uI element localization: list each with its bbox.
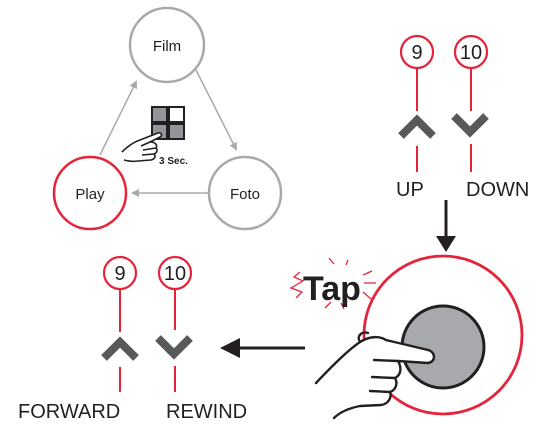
mode-cycle: Film Foto Play 3 Sec. [52,6,283,231]
chevron-up-icon [398,114,436,139]
pointing-hand-icon [314,331,436,420]
arrow-left [220,338,305,358]
up-label: UP [396,179,424,201]
tap-burst [289,257,376,310]
film-label: Film [153,38,181,55]
tap-label: Tap [303,270,361,308]
arrow-film-to-foto [195,69,237,151]
hold-duration-label: 3 Sec. [159,156,188,167]
film-circle [128,6,206,84]
chevron-down-icon [451,113,489,138]
up-down-group: 9 10 UP DOWN [396,34,529,201]
play-circle [52,155,128,231]
rewind-number: 10 [164,263,186,285]
forward-rewind-group: 9 10 FORWARD REWIND [18,255,247,423]
chevron-down-icon-rewind [155,335,193,360]
forward-label: FORWARD [18,401,120,423]
play-label: Play [75,186,105,203]
down-label: DOWN [466,179,529,201]
forward-number: 9 [114,263,125,285]
arrow-play-to-film [99,80,137,156]
arrow-down [436,200,456,252]
rewind-label: REWIND [166,401,247,423]
foto-circle [207,155,283,231]
foto-label: Foto [230,186,260,203]
small-pointing-hand-icon [121,132,163,163]
chevron-up-icon-forward [101,336,139,361]
down-number: 10 [460,42,482,64]
up-number: 9 [411,42,422,64]
tap-button-group: Tap [289,254,524,420]
